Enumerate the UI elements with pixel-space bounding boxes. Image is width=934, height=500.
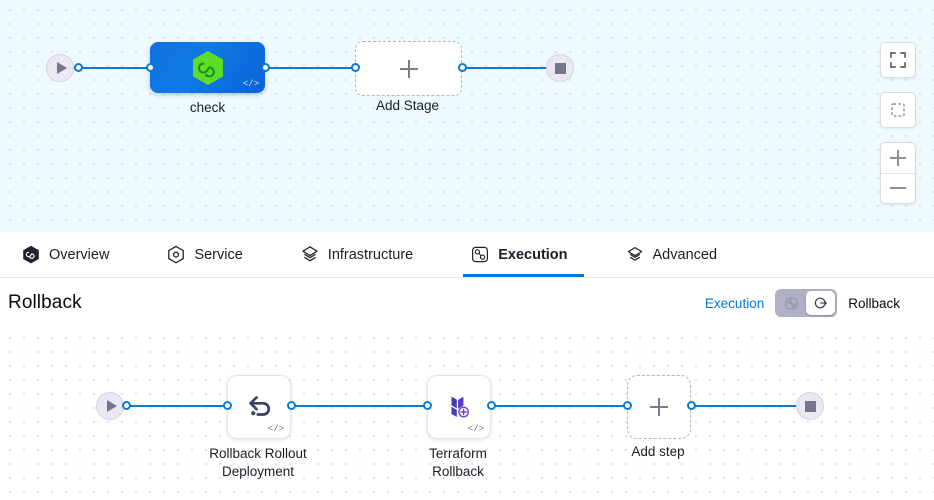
- stage-label-check: check: [189, 100, 226, 115]
- pipeline-end-node[interactable]: [546, 54, 574, 82]
- tab-execution[interactable]: Execution: [463, 232, 589, 277]
- toggle-segment-execution[interactable]: [777, 291, 806, 315]
- toggle-label-rollback[interactable]: Rollback: [848, 295, 900, 311]
- step-card-rollback-rollout-deployment[interactable]: </>: [227, 375, 291, 439]
- plus-icon: [650, 398, 668, 416]
- execution-rollback-toggle[interactable]: [775, 289, 838, 317]
- harness-hexagon-icon: [192, 50, 223, 85]
- port-check-in[interactable]: [146, 63, 155, 72]
- add-stage-label: Add Stage: [375, 98, 440, 113]
- expand-corners-icon: [890, 52, 906, 68]
- tab-advanced-label: Advanced: [652, 246, 718, 263]
- edge-check-to-add-stage: [262, 67, 356, 69]
- step-label-line2: Rollback: [432, 464, 484, 479]
- code-badge-icon: </>: [267, 424, 284, 434]
- execution-rollback-toggle-group[interactable]: Execution: [705, 289, 900, 317]
- plus-icon: [890, 149, 906, 166]
- edge-start-to-check: [74, 67, 158, 69]
- toggle-segment-rollback[interactable]: [806, 291, 836, 315]
- page-title: Rollback: [8, 292, 82, 313]
- fit-to-screen-button[interactable]: [880, 42, 916, 78]
- rollback-arrow-icon: [814, 297, 827, 309]
- rollback-section-header: Rollback Execution: [0, 278, 934, 328]
- add-step-button[interactable]: [627, 375, 691, 439]
- terraform-rollback-icon: [451, 396, 470, 418]
- tab-infrastructure[interactable]: Infrastructure: [293, 232, 435, 277]
- port-add-step-out[interactable]: [687, 401, 696, 410]
- plus-icon: [399, 59, 418, 78]
- pipeline-start-node[interactable]: [46, 54, 74, 82]
- port-step1-in[interactable]: [223, 401, 232, 410]
- step-label-rollback-rollout-deployment: Rollback Rollout Deployment: [178, 445, 338, 481]
- step-label-line1: Rollback Rollout: [209, 446, 307, 461]
- step-label-terraform-rollback: Terraform Rollback: [388, 445, 528, 481]
- harness-hexagon-filled-icon: [23, 245, 39, 264]
- play-icon: [56, 62, 67, 74]
- stop-square-icon: [554, 62, 566, 74]
- port-start-out[interactable]: [74, 63, 83, 72]
- zoom-controls[interactable]: [880, 142, 916, 204]
- execution-nodes-icon: [472, 246, 489, 263]
- code-badge-icon: </>: [467, 424, 484, 434]
- zoom-in-button[interactable]: [881, 143, 915, 174]
- tab-service[interactable]: Service: [159, 232, 264, 277]
- code-badge-icon: </>: [242, 79, 259, 89]
- step-card-terraform-rollback[interactable]: </>: [427, 375, 491, 439]
- tab-overview[interactable]: Overview: [14, 232, 131, 277]
- step-label-line2: Deployment: [221, 464, 295, 479]
- port-check-out[interactable]: [261, 63, 270, 72]
- select-area-button[interactable]: [880, 92, 916, 128]
- infrastructure-layers-icon: [302, 246, 318, 262]
- toggle-label-execution[interactable]: Execution: [704, 295, 765, 311]
- port-rollback-start-out[interactable]: [122, 401, 131, 410]
- edge-add-stage-to-end: [458, 67, 558, 69]
- rollback-end-node[interactable]: [796, 392, 824, 420]
- tab-service-label: Service: [194, 246, 243, 263]
- tab-advanced[interactable]: Advanced: [618, 232, 740, 277]
- port-add-stage-in[interactable]: [351, 63, 360, 72]
- port-add-step-in[interactable]: [623, 401, 632, 410]
- edge-start-to-rollback-rollout: [124, 405, 232, 407]
- port-step2-in[interactable]: [423, 401, 432, 410]
- stage-card-check[interactable]: </>: [150, 42, 265, 93]
- port-step1-out[interactable]: [287, 401, 296, 410]
- add-step-label: Add step: [631, 444, 685, 459]
- minus-icon: [890, 180, 906, 196]
- port-add-stage-out[interactable]: [458, 63, 467, 72]
- edge-terraform-to-add-step: [488, 405, 632, 407]
- stage-graph-canvas[interactable]: </> check Add Stage: [0, 0, 934, 232]
- port-step2-out[interactable]: [487, 401, 496, 410]
- execution-nodes-icon: [785, 297, 798, 309]
- tab-infrastructure-label: Infrastructure: [327, 246, 414, 263]
- rollback-undo-arrow-icon: [249, 396, 271, 416]
- tab-execution-label: Execution: [498, 246, 568, 263]
- step-label-line1: Terraform: [429, 446, 487, 461]
- stop-square-icon: [804, 400, 816, 412]
- edge-add-step-to-end: [688, 405, 806, 407]
- edge-rollback-rollout-to-terraform: [288, 405, 432, 407]
- tab-overview-label: Overview: [49, 246, 110, 263]
- rollback-graph-canvas[interactable]: </> Rollback Rollout Deployment </> Terr…: [0, 328, 934, 500]
- dashed-square-icon: [891, 103, 905, 117]
- add-stage-button[interactable]: [355, 41, 462, 96]
- pipeline-tabs[interactable]: Overview Service Infrastructure: [0, 232, 934, 278]
- play-icon: [106, 400, 117, 412]
- rollback-start-node[interactable]: [96, 392, 124, 420]
- zoom-out-button[interactable]: [881, 174, 915, 204]
- service-hexagon-icon: [168, 245, 185, 264]
- advanced-layers-icon: [627, 246, 642, 261]
